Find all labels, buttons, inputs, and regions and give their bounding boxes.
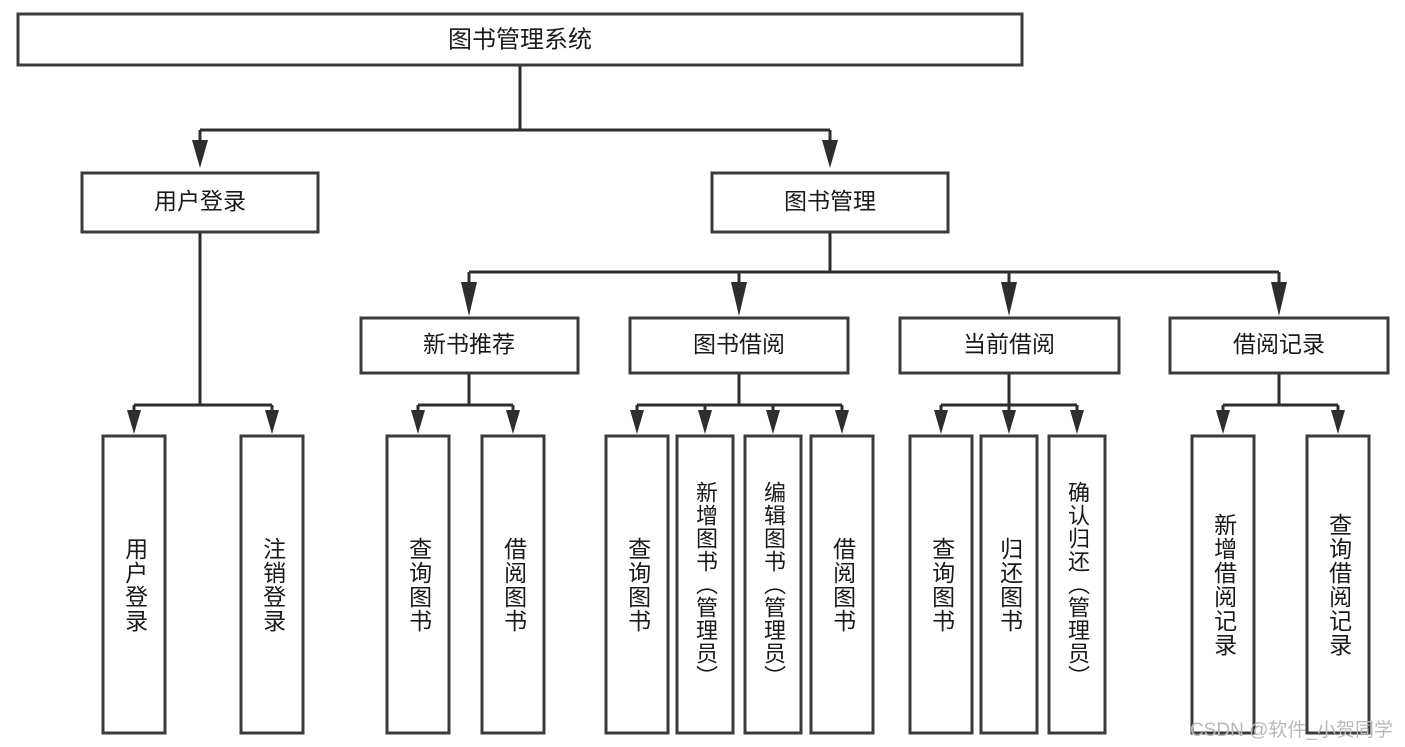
arrow-head-leaf-edit-book xyxy=(766,410,780,434)
arrow-head-book-borrow xyxy=(731,282,747,316)
arrow-head-book-management xyxy=(822,140,838,168)
arrow-head-leaf-confirm-return xyxy=(1070,410,1084,434)
node-user-login[interactable]: 用户登录 xyxy=(80,171,320,234)
arrow-head-new-book-recommend xyxy=(461,282,477,316)
connector-group-root-to-level2 xyxy=(192,65,838,168)
connector-group-borrow-record-to-leaves xyxy=(1216,373,1345,434)
arrow-head-current-borrow xyxy=(1001,282,1017,316)
node-book-borrow-box[interactable] xyxy=(628,316,850,375)
node-user-login-box[interactable] xyxy=(80,171,320,234)
connector-group-user-login-to-leaves xyxy=(127,232,279,434)
node-new-book-recommend-box[interactable] xyxy=(359,316,580,375)
leaf-box-query-book-1[interactable] xyxy=(385,434,451,735)
node-new-book-recommend[interactable]: 新书推荐 xyxy=(359,316,580,375)
connector-group-current-borrow-to-leaves xyxy=(934,373,1084,434)
arrow-head-leaf-query-book-1 xyxy=(411,410,425,434)
arrow-head-leaf-add-record xyxy=(1216,410,1230,434)
leaf-box-borrow-book-2[interactable] xyxy=(809,434,875,735)
connector-group-new-book-recommend-to-leaves xyxy=(411,373,520,434)
arrow-head-leaf-add-book xyxy=(698,410,712,434)
arrow-head-leaf-borrow-book-2 xyxy=(835,410,849,434)
node-book-borrow[interactable]: 图书借阅 xyxy=(628,316,850,375)
node-borrow-record-label: 借阅记录 xyxy=(1233,331,1325,357)
node-current-borrow[interactable]: 当前借阅 xyxy=(898,316,1121,375)
connector-group-book-borrow-to-leaves xyxy=(630,373,849,434)
arrow-head-leaf-logout-login xyxy=(265,410,279,434)
node-borrow-record[interactable]: 借阅记录 xyxy=(1168,316,1390,375)
leaf-box-add-record[interactable] xyxy=(1190,434,1256,735)
leaf-box-confirm-return[interactable] xyxy=(1047,434,1107,735)
arrow-head-leaf-user-login xyxy=(127,410,141,434)
arrow-head-borrow-record xyxy=(1271,282,1287,316)
leaf-box-user-login[interactable] xyxy=(101,434,167,735)
node-root[interactable]: 图书管理系统 xyxy=(16,12,1024,67)
leaf-box-logout-login[interactable] xyxy=(239,434,305,735)
leaf-box-query-record[interactable] xyxy=(1305,434,1371,735)
connector-group-book-management-to-level3 xyxy=(461,232,1287,316)
leaf-box-query-book-3[interactable] xyxy=(908,434,974,735)
leaf-box-return-book[interactable] xyxy=(979,434,1039,735)
node-root-label: 图书管理系统 xyxy=(448,26,592,53)
arrow-head-leaf-query-book-2 xyxy=(630,410,644,434)
arrow-head-leaf-return-book xyxy=(1002,410,1016,434)
node-new-book-recommend-label: 新书推荐 xyxy=(423,331,515,357)
leaf-box-add-book[interactable] xyxy=(675,434,735,735)
node-current-borrow-box[interactable] xyxy=(898,316,1121,375)
node-book-management-label: 图书管理 xyxy=(784,188,876,214)
node-root-box[interactable] xyxy=(16,12,1024,67)
arrow-head-user-login xyxy=(192,140,208,168)
node-borrow-record-box[interactable] xyxy=(1168,316,1390,375)
leaf-box-borrow-book-1[interactable] xyxy=(480,434,546,735)
leaf-box-query-book-2[interactable] xyxy=(604,434,670,735)
node-user-login-label: 用户登录 xyxy=(154,188,246,214)
node-book-management-box[interactable] xyxy=(710,171,950,234)
node-book-borrow-label: 图书借阅 xyxy=(693,331,785,357)
arrow-head-leaf-query-record xyxy=(1331,410,1345,434)
node-current-borrow-label: 当前借阅 xyxy=(963,331,1055,357)
leaf-node-group xyxy=(101,434,1371,735)
arrow-head-leaf-borrow-book-1 xyxy=(506,410,520,434)
leaf-box-edit-book[interactable] xyxy=(743,434,803,735)
arrow-head-leaf-query-book-3 xyxy=(934,410,948,434)
node-book-management[interactable]: 图书管理 xyxy=(710,171,950,234)
